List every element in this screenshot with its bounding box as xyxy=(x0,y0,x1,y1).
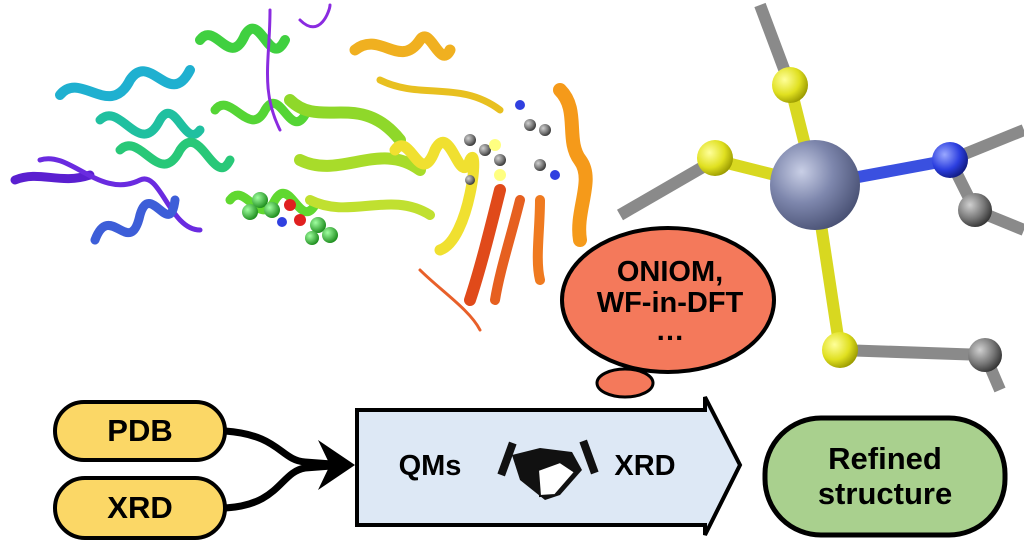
thought-bubble xyxy=(560,226,776,374)
thought-bubble-tail xyxy=(595,367,655,399)
bubble-line2: WF-in-DFT xyxy=(596,287,744,320)
refined-box-shape xyxy=(762,415,1008,538)
protein-ribbon-structure xyxy=(10,3,593,332)
thought-bubble-text: ONIOM, WF-in-DFT … xyxy=(575,240,765,360)
output-refined-structure: Refined structure xyxy=(765,418,1005,535)
process-right-label: XRD xyxy=(614,450,676,483)
ligand-atoms xyxy=(242,100,560,245)
input-pdb: PDB xyxy=(107,412,173,448)
output-line1: Refined xyxy=(828,441,942,477)
handshake-icon xyxy=(497,439,599,500)
merge-arrowhead xyxy=(318,440,355,490)
process-left-label: QMs xyxy=(398,450,462,483)
bubble-line1: ONIOM, xyxy=(616,255,724,288)
merge-arrow xyxy=(224,427,346,512)
output-line2: structure xyxy=(817,475,953,511)
input-xrd: XRD xyxy=(107,489,173,525)
bubble-line3: … xyxy=(655,315,685,348)
metal-coordination-site xyxy=(616,2,1024,393)
